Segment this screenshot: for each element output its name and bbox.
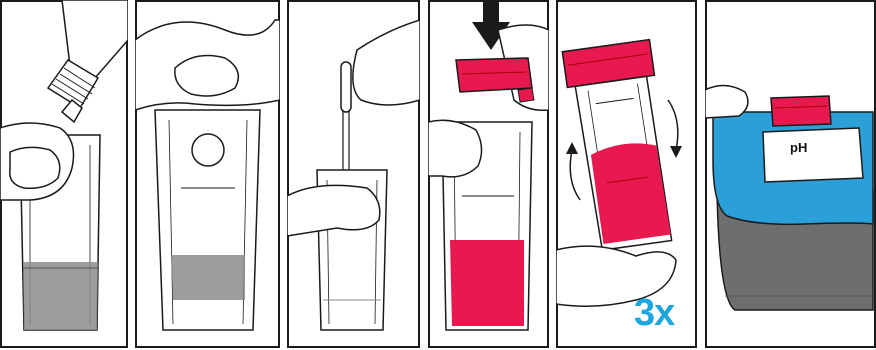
step-2-panel (135, 0, 280, 348)
step-1-illustration (0, 0, 128, 348)
step-6-panel: pH (705, 0, 876, 348)
step-3-panel (287, 0, 420, 348)
step-3-illustration (287, 0, 420, 348)
repeat-count-badge: 3x (634, 292, 674, 335)
hand-illustration (705, 85, 748, 118)
sample-liquid (171, 255, 245, 300)
reagent-liquid (450, 240, 524, 326)
step-1-panel (0, 0, 128, 348)
display-label: pH (790, 140, 807, 155)
hand-illustration (428, 120, 482, 177)
step-4-panel (428, 0, 549, 348)
step-2-illustration (135, 0, 280, 348)
photometer-display (763, 128, 863, 182)
hand-illustration (287, 185, 380, 236)
step-6-illustration (705, 0, 876, 348)
step-5-illustration (556, 0, 697, 348)
cuvette-marking-circle (192, 134, 224, 166)
sample-liquid (23, 262, 98, 330)
step-5-panel: 3x (556, 0, 697, 348)
red-cap (771, 96, 831, 126)
step-4-illustration (428, 0, 549, 348)
